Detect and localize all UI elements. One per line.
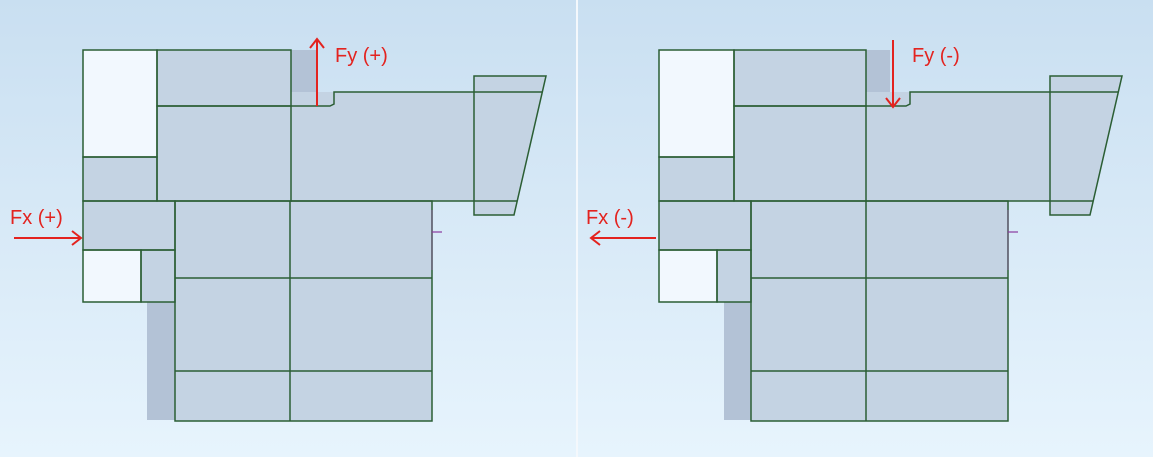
fy-arrow [309, 37, 325, 106]
fx-label: Fx (+) [10, 207, 63, 229]
open-bay-top [659, 50, 734, 157]
fx-arrow [589, 230, 656, 246]
open-bay-bottom [83, 250, 141, 302]
slab-fills [659, 50, 1122, 421]
diagram-panel-positive: Fx (+) Fy (+) [0, 0, 576, 457]
fy-arrow [885, 40, 901, 109]
fx-arrow [14, 230, 83, 246]
open-bay-top [83, 50, 157, 157]
fy-label: Fy (+) [335, 45, 388, 67]
slab-outlines [658, 49, 1123, 422]
slab-shadows [724, 50, 890, 420]
fy-label: Fy (-) [912, 45, 960, 67]
floor-plan-positive: Fx (+) Fy (+) [0, 0, 576, 457]
panel-divider [576, 0, 578, 457]
fx-label: Fx (-) [586, 207, 634, 229]
slab-outlines [82, 49, 547, 422]
diagram-panel-negative: Fx (-) Fy (-) [578, 0, 1153, 457]
slab-fills [83, 50, 546, 421]
open-bay-bottom [659, 250, 717, 302]
slab-shadows [147, 50, 318, 420]
floor-plan-negative: Fx (-) Fy (-) [578, 0, 1153, 457]
